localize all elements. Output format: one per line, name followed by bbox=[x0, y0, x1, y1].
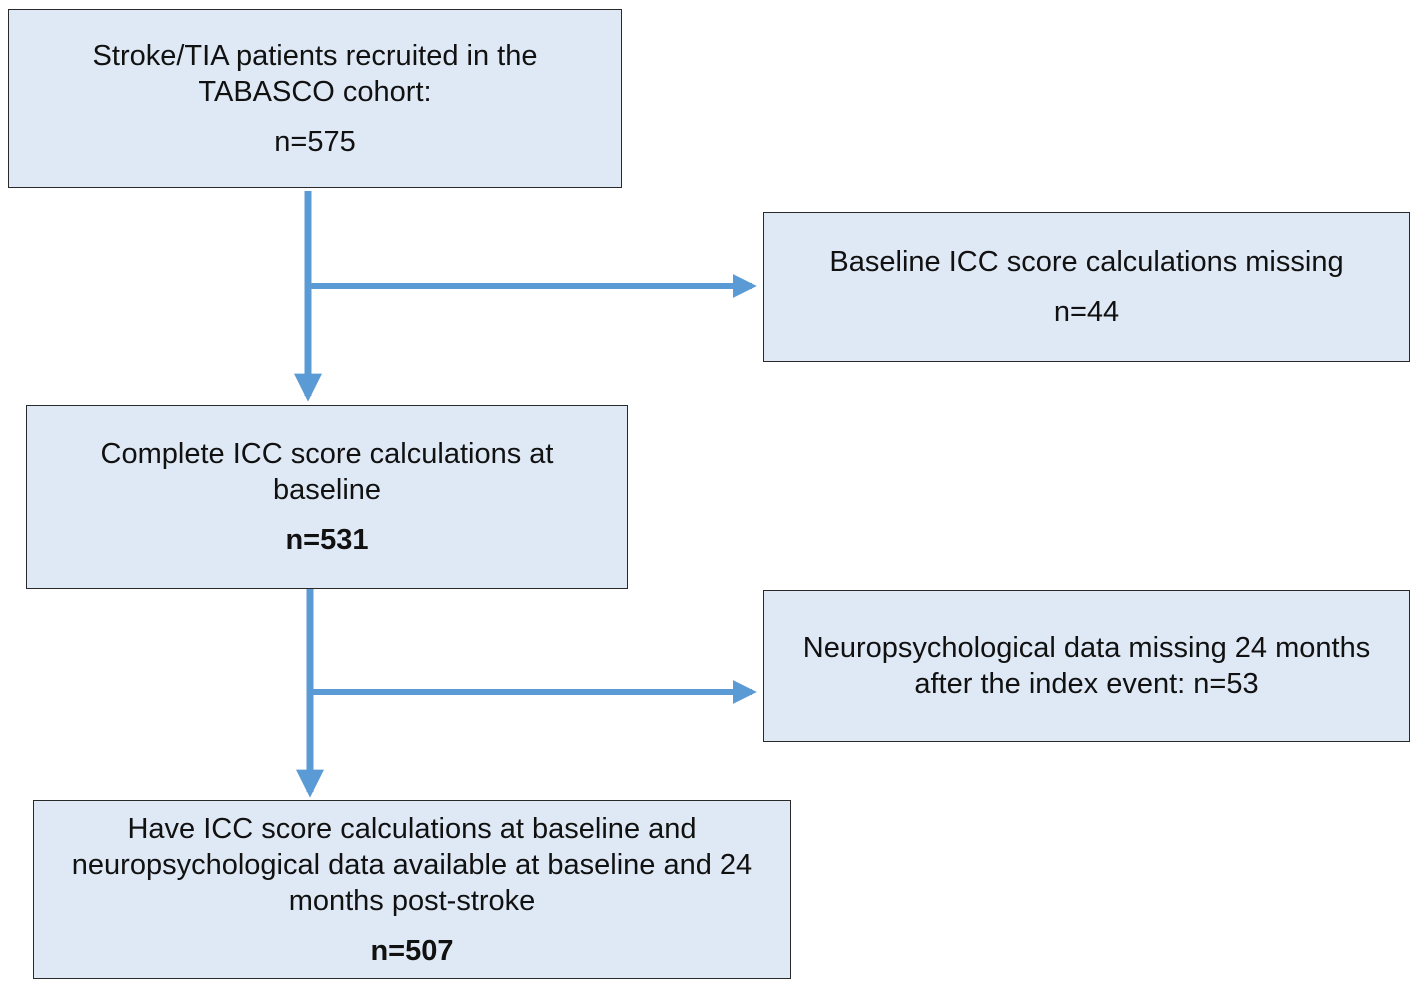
recruited-text-line-2: TABASCO cohort: bbox=[198, 75, 432, 108]
missing-icc-text: Baseline ICC score calculations missing bbox=[829, 246, 1344, 278]
missing-neuro-text-line-2: after the index event: n=53 bbox=[914, 668, 1259, 700]
final-cohort-box: Have ICC score calculations at baseline … bbox=[33, 800, 791, 979]
final-text-line-1: Have ICC score calculations at baseline … bbox=[127, 812, 697, 845]
missing-neuro-text-line-1: Neuropsychological data missing 24 month… bbox=[802, 632, 1371, 664]
recruited-text-line-1: Stroke/TIA patients recruited in the bbox=[92, 39, 538, 72]
missing-icc-count: n=44 bbox=[1053, 296, 1120, 328]
complete-text-line-1: Complete ICC score calculations at bbox=[100, 438, 554, 470]
recruited-box: Stroke/TIA patients recruited in the TAB… bbox=[8, 9, 622, 188]
complete-icc-box: Complete ICC score calculations at basel… bbox=[26, 405, 628, 589]
missing-neuro-box: Neuropsychological data missing 24 month… bbox=[763, 590, 1410, 742]
final-text-line-2: neuropsychological data available at bas… bbox=[71, 848, 753, 881]
complete-count: n=531 bbox=[285, 524, 369, 556]
final-text-line-3: months post-stroke bbox=[288, 884, 536, 917]
missing-icc-box: Baseline ICC score calculations missing … bbox=[763, 212, 1410, 362]
final-count: n=507 bbox=[370, 934, 454, 967]
complete-text-line-2: baseline bbox=[272, 474, 382, 506]
recruited-count: n=575 bbox=[274, 125, 356, 158]
